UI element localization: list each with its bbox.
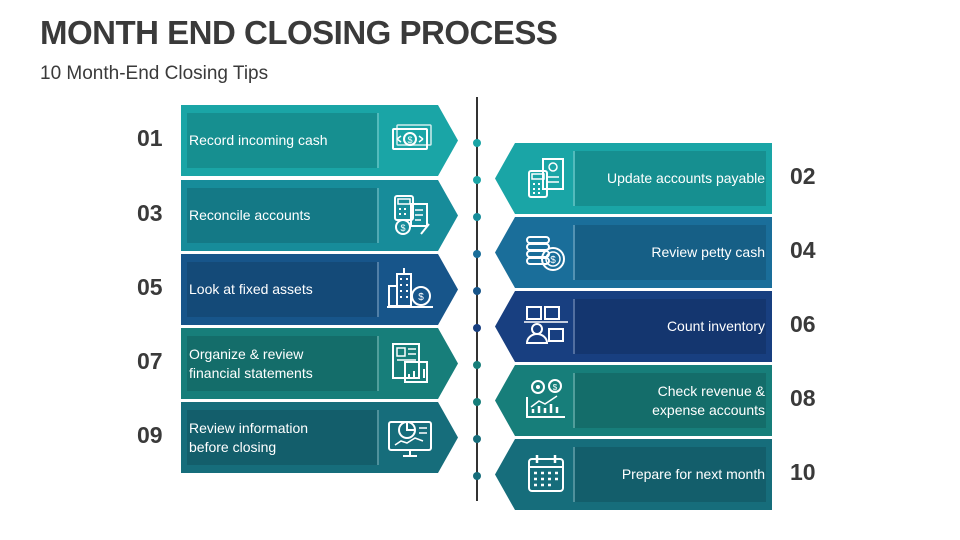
step-number: 04 [790,237,816,263]
step-04: Review petty cash $ [495,217,772,288]
step-05: Look at fixed assets $ [181,254,458,325]
step-label: Review information before closing [189,419,309,455]
step-07: Organize & review financial statements [181,328,458,399]
step-label: Prepare for next month [621,466,765,482]
monitor-chart-icon [385,412,435,462]
step-arrow-shape [495,217,772,288]
step-09: Review information before closing [181,402,458,473]
step-02: Update accounts payable [495,143,772,214]
step-label: Review petty cash [651,244,765,260]
timeline-dot [473,176,481,184]
page-subtitle: 10 Month-End Closing Tips [40,63,269,84]
step-label: Update accounts payable [607,170,765,186]
step-arrow-shape [181,180,458,251]
timeline-dot [473,398,481,406]
step-arrow-shape [181,105,458,176]
statement-icon [385,338,435,388]
timeline-dot [473,361,481,369]
step-label: Organize & review financial statements [189,345,313,381]
step-number: 03 [137,200,163,226]
timeline-dot [473,250,481,258]
step-arrow-shape [181,328,458,399]
timeline-spine [476,97,478,501]
svg-text:$: $ [550,255,556,266]
step-label: Record incoming cash [189,132,328,148]
step-03: Reconcile accounts $ [181,180,458,251]
cash-icon: $ [385,115,435,165]
step-number: 01 [137,125,163,151]
timeline-dot [473,287,481,295]
step-label: Check revenue & expense accounts [652,382,765,418]
step-number: 09 [137,422,163,448]
step-number: 10 [790,459,816,485]
svg-text:$: $ [400,223,405,233]
step-label: Look at fixed assets [189,281,313,297]
step-arrow-shape [181,402,458,473]
step-number: 08 [790,385,816,411]
step-arrow-shape [495,143,772,214]
coins-icon: $ [521,227,571,277]
invoice-icon [521,153,571,203]
svg-text:$: $ [407,135,412,145]
timeline-dot [473,213,481,221]
timeline-dot [473,139,481,147]
step-number: 07 [137,348,163,374]
timeline-dot [473,435,481,443]
step-arrow-shape [495,291,772,362]
timeline-dot [473,324,481,332]
calculator-icon: $ [385,190,435,240]
buildings-icon: $ [385,264,435,314]
timeline-dot [473,472,481,480]
step-label: Reconcile accounts [189,207,311,223]
svg-text:$: $ [418,292,424,303]
step-06: Count inventory [495,291,772,362]
step-label: Count inventory [666,318,765,334]
inventory-icon [521,301,571,351]
revenue-chart-icon: $ [521,375,571,425]
step-number: 02 [790,163,816,189]
step-number: 05 [137,274,163,300]
step-number: 06 [790,311,816,337]
svg-text:$: $ [553,383,558,392]
calendar-icon [521,449,571,499]
step-08: Check revenue & expense accounts $ [495,365,772,436]
step-10: Prepare for next month [495,439,772,510]
page-title: MONTH END CLOSING PROCESS [40,14,558,51]
step-01: Record incoming cash $ [181,105,458,176]
step-arrow-shape [495,439,772,510]
step-arrow-shape [495,365,772,436]
